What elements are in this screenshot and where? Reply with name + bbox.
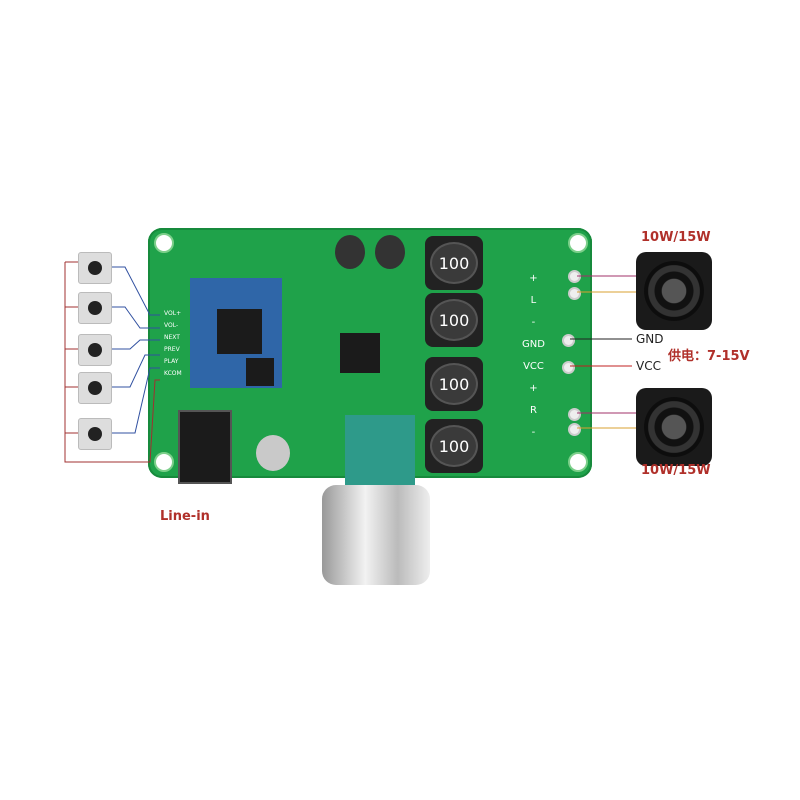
output-silkscreen: + L - GND VCC + R - [522, 273, 545, 438]
mount-hole [568, 452, 588, 472]
speaker-right [636, 388, 712, 466]
gnd-label: GND [636, 332, 664, 346]
push-button[interactable] [78, 334, 112, 366]
volume-knob[interactable] [322, 485, 430, 585]
power-supply-label: 供电：7-15V [668, 349, 750, 364]
wire [110, 266, 160, 316]
capacitor [256, 435, 290, 471]
push-button[interactable] [78, 418, 112, 450]
amplifier-chip [340, 333, 380, 373]
wire [110, 367, 160, 434]
common-wire [64, 262, 160, 463]
vcc-label: VCC [636, 359, 661, 373]
potentiometer [345, 415, 415, 485]
common-wire [65, 261, 78, 434]
pin-labels: VOL+ VOL- NEXT PREV PLAY KCOM [164, 310, 182, 377]
terminal-pin [568, 287, 581, 300]
mount-hole [568, 233, 588, 253]
wire [110, 306, 160, 329]
terminal-pin [568, 423, 581, 436]
speaker-left [636, 252, 712, 330]
inductor: 100 [425, 357, 483, 411]
push-button[interactable] [78, 372, 112, 404]
flash-chip [246, 358, 274, 386]
line-in-label: Line-in [160, 509, 210, 524]
terminal-pin [562, 361, 575, 374]
mount-hole [154, 452, 174, 472]
speaker-bottom-label: 10W/15W [641, 463, 711, 478]
push-button[interactable] [78, 252, 112, 284]
inductor: 100 [425, 293, 483, 347]
wire [110, 354, 160, 388]
wire [110, 339, 160, 350]
inductor: 100 [425, 236, 483, 290]
push-button[interactable] [78, 292, 112, 324]
terminal-pin [562, 334, 575, 347]
inductor: 100 [425, 419, 483, 473]
bluetooth-chip [217, 309, 262, 354]
line-in-jack [178, 410, 232, 484]
capacitor [335, 235, 365, 269]
terminal-pin [568, 408, 581, 421]
mount-hole [154, 233, 174, 253]
capacitor [375, 235, 405, 269]
speaker-top-label: 10W/15W [641, 230, 711, 245]
